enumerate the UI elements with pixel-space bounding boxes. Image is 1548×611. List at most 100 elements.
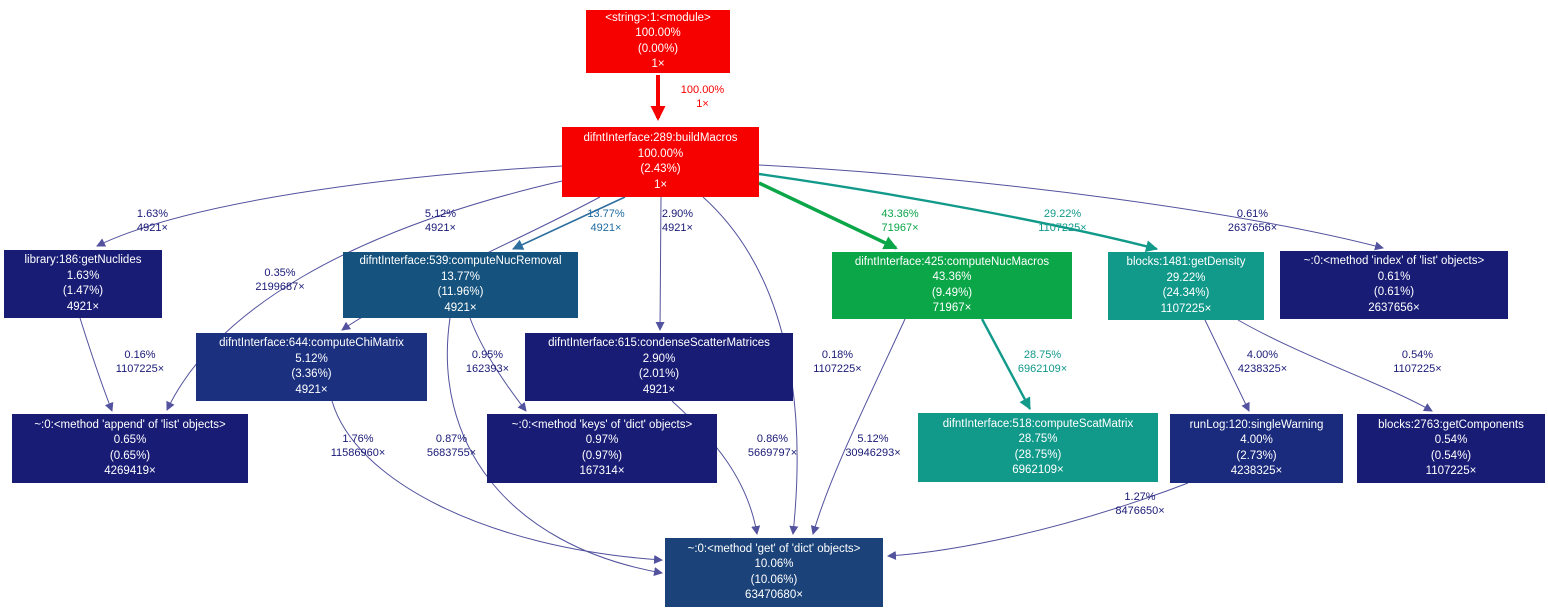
edge-calls: 1107225× xyxy=(813,363,862,375)
edge-build-to-macros xyxy=(758,181,898,250)
edge-build-to-condense xyxy=(655,196,665,331)
node-call-count: 167314× xyxy=(579,465,625,477)
edge-label-condense-to-get: 0.86% 5669797× xyxy=(725,432,820,460)
edge-build-to-nuclides xyxy=(96,165,563,247)
node-single-warning: runLog:120:singleWarning 4.00% (2.73%) 4… xyxy=(1170,414,1343,483)
node-title: ~:0:<method 'append' of 'list' objects> xyxy=(34,418,226,431)
node-self-pct: (24.34%) xyxy=(1162,287,1210,299)
edge-label-build-to-removal: 13.77% 4921× xyxy=(560,207,652,235)
node-call-count: 2637656× xyxy=(1368,301,1420,314)
edge-pct: 5.12% xyxy=(857,433,889,445)
edge-pct: 0.35% xyxy=(264,267,296,279)
node-total-pct: 29.22% xyxy=(1166,271,1206,284)
node-total-pct: 0.97% xyxy=(585,434,619,446)
node-self-pct: (9.49%) xyxy=(931,286,973,299)
edge-calls: 5669797× xyxy=(747,447,798,459)
node-total-pct: 5.12% xyxy=(295,352,328,365)
node-self-pct: (1.47%) xyxy=(62,285,104,297)
node-title: library:186:getNuclides xyxy=(24,254,142,266)
edge-label-build-to-chi: 5.12% 4921× xyxy=(398,207,483,235)
node-self-pct: (3.36%) xyxy=(291,368,332,380)
node-title: blocks:2763:getComponents xyxy=(1378,418,1524,431)
node-self-pct: (28.75%) xyxy=(1014,448,1062,461)
edge-build-to-index xyxy=(758,164,1384,251)
node-title: difntInterface:518:computeScatMatrix xyxy=(942,417,1134,430)
edge-label-build-to-append: 0.35% 2199687× xyxy=(230,266,330,294)
edge-build-to-append xyxy=(166,180,563,411)
edge-calls: 71967× xyxy=(881,222,919,234)
node-self-pct: (2.01%) xyxy=(638,368,680,380)
edge-pct: 0.87% xyxy=(435,433,468,445)
edge-calls: 8476650× xyxy=(1115,505,1165,517)
edge-pct: 5.12% xyxy=(424,208,457,220)
edge-calls: 4238325× xyxy=(1237,363,1288,375)
node-total-pct: 1.63% xyxy=(66,269,100,282)
edge-label-removal-to-get: 0.87% 5683755× xyxy=(404,432,499,460)
node-total-pct: 2.90% xyxy=(642,352,676,365)
node-total-pct: 28.75% xyxy=(1018,433,1058,445)
edge-pct: 0.61% xyxy=(1236,208,1269,220)
node-total-pct: 10.06% xyxy=(754,558,794,570)
node-build-macros: difntInterface:289:buildMacros 100.00% (… xyxy=(562,127,759,197)
node-self-pct: (0.61%) xyxy=(1373,286,1415,298)
edge-pct: 0.54% xyxy=(1401,349,1434,361)
node-call-count: 4921× xyxy=(66,300,100,313)
edge-chi-to-get xyxy=(331,400,663,564)
edge-calls: 6962109× xyxy=(1017,363,1068,375)
node-compute-scat-matrix: difntInterface:518:computeScatMatrix 28.… xyxy=(918,413,1158,482)
node-title: difntInterface:425:computeNucMacros xyxy=(854,255,1050,268)
node-get-density: blocks:1481:getDensity 29.22% (24.34%) 1… xyxy=(1108,252,1264,320)
edge-calls: 11586960× xyxy=(330,447,386,459)
node-title: ~:0:<method 'get' of 'dict' objects> xyxy=(687,542,861,555)
edge-calls: 4921× xyxy=(137,222,168,234)
edge-build-to-removal xyxy=(512,196,626,250)
node-compute-nuc-removal: difntInterface:539:computeNucRemoval 13.… xyxy=(343,252,578,318)
node-module: <string>:1:<module> 100.00% (0.00%) 1× xyxy=(586,10,730,73)
edge-pct: 4.00% xyxy=(1246,349,1279,361)
node-title: difntInterface:644:computeChiMatrix xyxy=(219,337,404,349)
node-call-count: 4921× xyxy=(295,383,328,396)
edge-pct: 29.22% xyxy=(1043,208,1082,220)
edge-pct: 0.18% xyxy=(821,349,854,361)
edge-label-build-to-nuclides: 1.63% 4921× xyxy=(110,207,195,235)
node-list-append: ~:0:<method 'append' of 'list' objects> … xyxy=(12,414,248,483)
edge-pct: 0.16% xyxy=(124,349,156,361)
node-total-pct: 0.54% xyxy=(1434,434,1468,446)
edge-pct: 28.75% xyxy=(1023,349,1062,361)
edge-calls: 162393× xyxy=(465,363,510,375)
edge-label-removal-to-keys: 0.95% 162393× xyxy=(440,348,535,376)
node-call-count: 6962109× xyxy=(1012,464,1064,476)
node-total-pct: 100.00% xyxy=(637,147,684,160)
node-dict-get: ~:0:<method 'get' of 'dict' objects> 10.… xyxy=(665,538,883,607)
node-total-pct: 0.61% xyxy=(1377,270,1411,283)
edge-pct: 1.76% xyxy=(342,433,374,445)
node-self-pct: (0.65%) xyxy=(109,449,151,462)
node-total-pct: 13.77% xyxy=(440,270,480,283)
edge-pct: 1.63% xyxy=(136,208,169,220)
edge-pct: 2.90% xyxy=(661,208,694,220)
node-call-count: 1× xyxy=(651,58,665,70)
node-self-pct: (2.43%) xyxy=(640,163,681,175)
edge-label-macros-to-get: 5.12% 30946293× xyxy=(823,432,923,460)
edge-label-module-to-build: 100.00% 1× xyxy=(655,83,750,111)
edge-warning-to-get xyxy=(887,482,1189,560)
node-self-pct: (11.96%) xyxy=(437,286,484,298)
node-title: difntInterface:615:condenseScatterMatric… xyxy=(548,337,770,349)
edge-label-build-to-get: 0.18% 1107225× xyxy=(790,348,885,376)
edge-calls: 4921× xyxy=(590,222,622,234)
node-compute-chi-matrix: difntInterface:644:computeChiMatrix 5.12… xyxy=(196,333,427,401)
node-get-nuclides: library:186:getNuclides 1.63% (1.47%) 49… xyxy=(4,250,162,318)
node-call-count: 4238325× xyxy=(1230,465,1283,477)
edge-removal-to-keys xyxy=(469,317,527,412)
edge-calls: 4921× xyxy=(425,222,456,234)
node-dict-keys: ~:0:<method 'keys' of 'dict' objects> 0.… xyxy=(487,414,717,483)
edge-calls: 1107225× xyxy=(115,363,165,375)
edge-label-macros-to-scat: 28.75% 6962109× xyxy=(990,348,1095,376)
node-compute-nuc-macros: difntInterface:425:computeNucMacros 43.3… xyxy=(832,252,1072,319)
node-condense-scatter-matrices: difntInterface:615:condenseScatterMatric… xyxy=(525,333,793,401)
node-self-pct: (2.73%) xyxy=(1236,449,1277,462)
edge-calls: 1107225× xyxy=(1038,222,1087,234)
edge-label-chi-to-get: 1.76% 11586960× xyxy=(308,432,408,460)
node-call-count: 63470680× xyxy=(745,589,803,601)
edge-calls: 30946293× xyxy=(845,447,901,459)
